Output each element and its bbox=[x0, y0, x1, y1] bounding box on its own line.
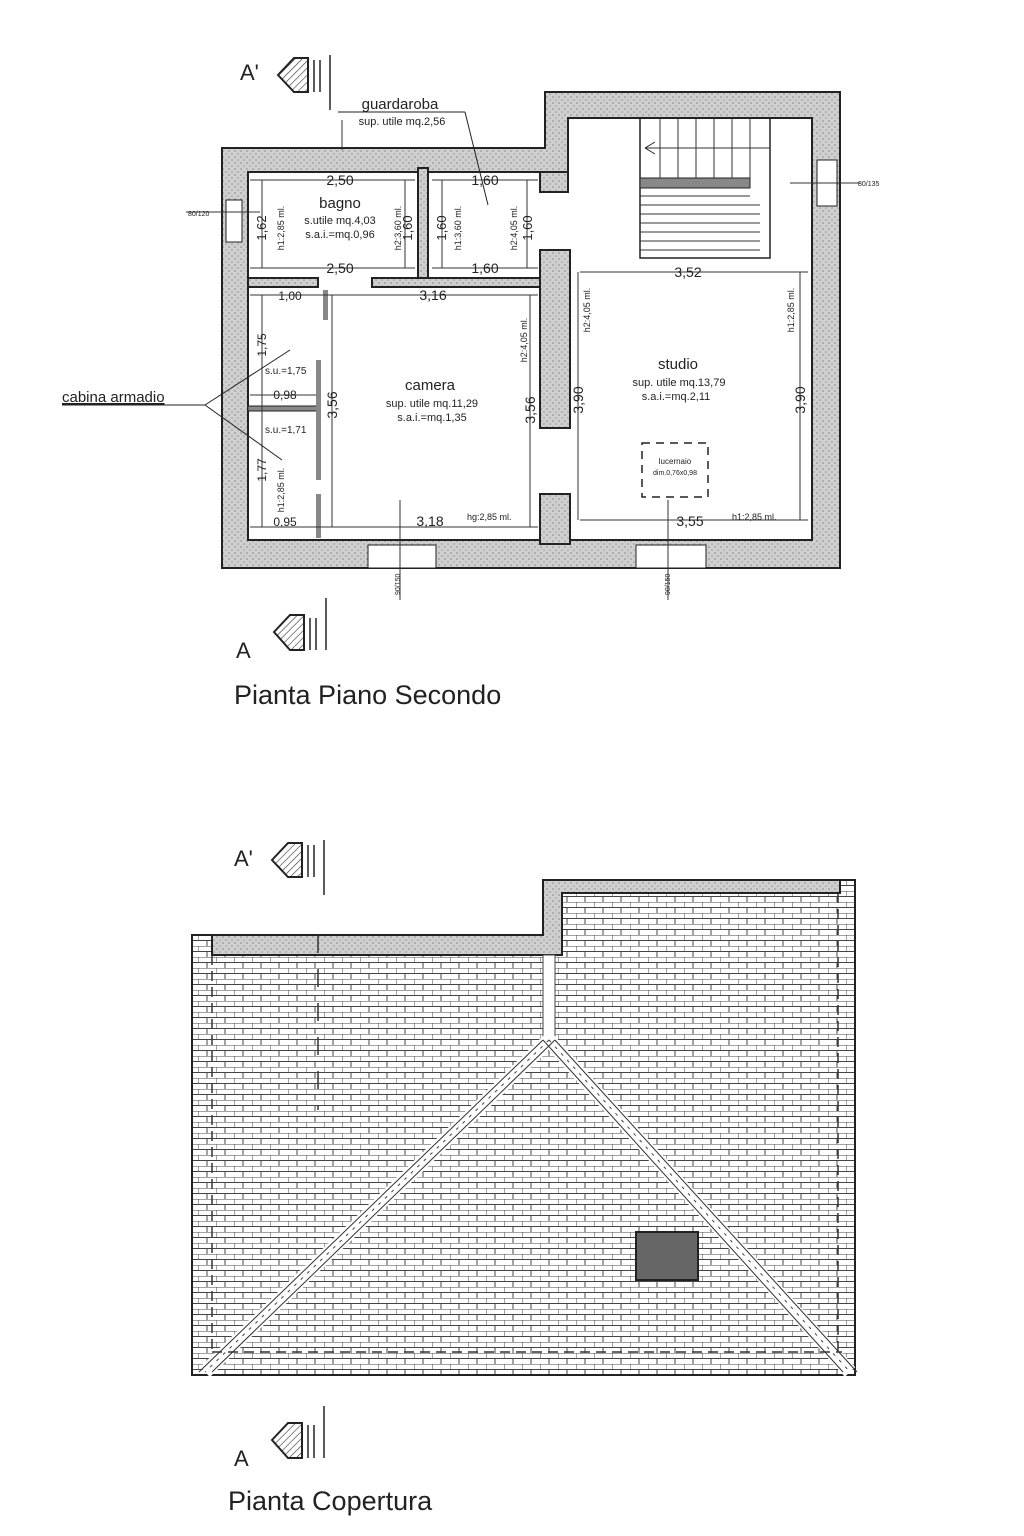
dim-label: 1,60 bbox=[434, 215, 449, 240]
room-name-camera: camera bbox=[405, 377, 456, 394]
section-marker-roof-top: A' bbox=[234, 840, 325, 895]
skylight-dim: dim.0,76x0,98 bbox=[653, 470, 697, 477]
window-label: 90/150 bbox=[665, 573, 672, 595]
window-label: 90/150 bbox=[395, 573, 402, 595]
cabina-area-2: s.u.=1,71 bbox=[265, 425, 307, 436]
room-labels: guardaroba sup. utile mq.2,56 bagno s.ut… bbox=[62, 96, 725, 477]
height-label: hg:2,85 ml. bbox=[467, 512, 512, 522]
room-area-bagno: s.utile mq.4,03 bbox=[304, 215, 376, 227]
skylight-outline bbox=[641, 442, 709, 498]
dim-label: 3,55 bbox=[676, 513, 703, 529]
room-sai-bagno: s.a.i.=mq.0,96 bbox=[305, 229, 374, 241]
height-label: h2:4,05 ml. bbox=[519, 318, 529, 363]
dim-label: 1,60 bbox=[471, 172, 498, 188]
dim-label: 3,90 bbox=[792, 386, 808, 413]
dim-label: 0,98 bbox=[273, 388, 297, 402]
leader-lines bbox=[62, 111, 489, 461]
plan-title: Pianta Piano Secondo bbox=[234, 680, 501, 710]
dim-label: 1,77 bbox=[255, 458, 269, 482]
dim-label: 3,56 bbox=[522, 396, 538, 423]
dim-label: 2,50 bbox=[326, 172, 353, 188]
height-label: h2:4,05 ml. bbox=[509, 206, 519, 251]
room-area-guardaroba: sup. utile mq.2,56 bbox=[359, 116, 446, 128]
roof-plan bbox=[191, 879, 858, 1378]
dim-label: 3,90 bbox=[570, 386, 586, 413]
section-marker-roof-bottom: A bbox=[234, 1406, 325, 1471]
dim-label: 3,56 bbox=[324, 391, 340, 418]
section-label: A' bbox=[240, 60, 259, 85]
dim-label: 3,16 bbox=[419, 287, 446, 303]
staircase bbox=[639, 117, 771, 259]
dim-label: 1,60 bbox=[471, 260, 498, 276]
section-marker-top: A' bbox=[240, 55, 331, 110]
section-label: A' bbox=[234, 846, 253, 871]
dimension-labels: 2,50 2,50 1,60 1,60 1,00 3,16 0,98 0,95 … bbox=[254, 172, 808, 529]
dim-label: 1,00 bbox=[278, 289, 302, 303]
room-sai-studio: s.a.i.=mq.2,11 bbox=[642, 391, 711, 403]
dim-label: 3,18 bbox=[416, 513, 443, 529]
section-marker-bottom: A bbox=[236, 598, 327, 663]
dim-label: 0,95 bbox=[273, 515, 297, 529]
cabina-area-1: s.u.=1,75 bbox=[265, 366, 307, 377]
window-labels: 80/120 80/135 90/150 90/150 bbox=[188, 181, 880, 595]
window-label: 80/120 bbox=[188, 211, 210, 218]
section-label: A bbox=[236, 638, 251, 663]
dim-label: 1,60 bbox=[520, 215, 535, 240]
dimension-lines bbox=[186, 120, 860, 600]
window-label: 80/135 bbox=[858, 181, 880, 188]
roof-title: Pianta Copertura bbox=[228, 1486, 433, 1516]
dim-label: 1,62 bbox=[254, 215, 269, 240]
height-label: h1:2,85 ml. bbox=[276, 468, 286, 513]
walls bbox=[221, 91, 841, 569]
height-label: h1:2,85 ml. bbox=[732, 512, 777, 522]
roof-skylight bbox=[635, 1231, 699, 1281]
skylight-name: lucernaio bbox=[659, 457, 692, 466]
dim-label: 1,75 bbox=[255, 333, 269, 357]
dim-label: 3,52 bbox=[674, 264, 701, 280]
room-name-bagno: bagno bbox=[319, 195, 361, 212]
dim-label: 1,60 bbox=[400, 215, 415, 240]
height-label: h2:4,05 ml. bbox=[582, 288, 592, 333]
room-name-guardaroba: guardaroba bbox=[362, 96, 439, 113]
room-name-studio: studio bbox=[658, 356, 698, 373]
room-area-studio: sup. utile mq.13,79 bbox=[633, 377, 726, 389]
height-label: h1:2,85 ml. bbox=[786, 288, 796, 333]
dim-label: 2,50 bbox=[326, 260, 353, 276]
height-label: h1:2,85 ml. bbox=[276, 206, 286, 251]
height-label: h1:3,60 ml. bbox=[453, 206, 463, 251]
room-name-cabina-armadio: cabina armadio bbox=[62, 389, 165, 406]
room-area-camera: sup. utile mq.11,29 bbox=[386, 398, 478, 410]
section-label: A bbox=[234, 1446, 249, 1471]
height-label: h2:3,60 ml. bbox=[393, 206, 403, 251]
height-labels: h1:2,85 ml. h2:3,60 ml. h1:3,60 ml. h2:4… bbox=[276, 206, 796, 522]
room-sai-camera: s.a.i.=mq.1,35 bbox=[397, 412, 466, 424]
